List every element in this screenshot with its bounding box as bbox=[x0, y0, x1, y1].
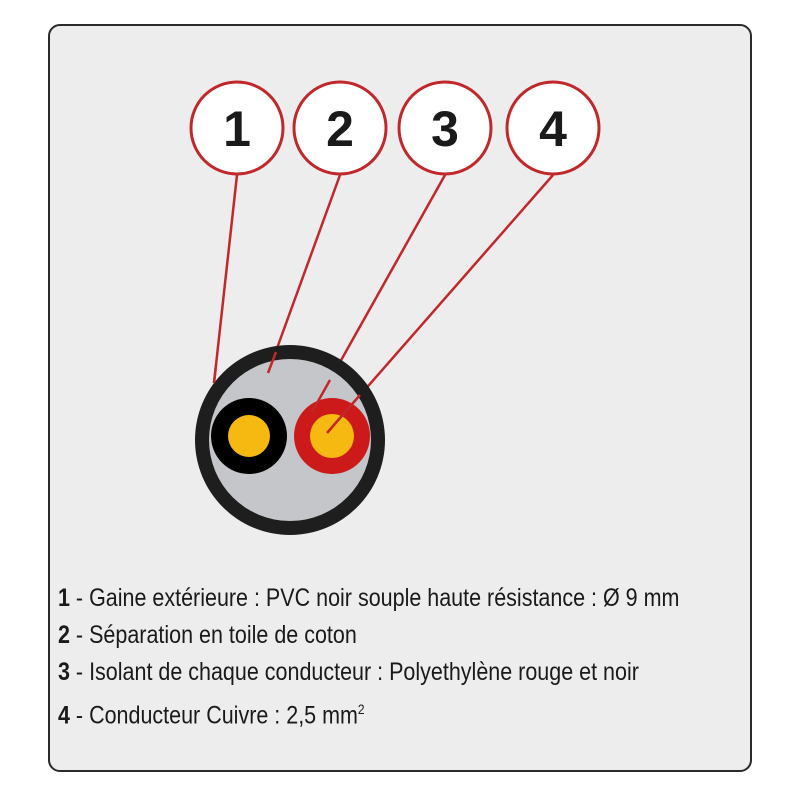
callout-circle-2 bbox=[292, 80, 388, 176]
legend-num: 3 bbox=[58, 658, 70, 686]
legend-text: - Séparation en toile de coton bbox=[69, 621, 357, 649]
legend-item-3: 3 - Isolant de chaque conducteur : Polye… bbox=[58, 654, 679, 691]
diagram-panel bbox=[48, 24, 752, 772]
leader-tip-4 bbox=[326, 394, 361, 434]
callout-4: 4 bbox=[539, 101, 567, 157]
legend: 1 - Gaine extérieure : PVC noir souple h… bbox=[58, 580, 781, 730]
leader-tip-2 bbox=[266, 351, 278, 374]
callout-2: 2 bbox=[326, 101, 354, 157]
copper-conductor-red bbox=[310, 414, 354, 458]
legend-item-2: 2 - Séparation en toile de coton bbox=[58, 617, 679, 654]
legend-item-4: 4 - Conducteur Cuivre : 2,5 mm2 bbox=[58, 691, 679, 730]
legend-text: - Gaine extérieure : PVC noir souple hau… bbox=[69, 584, 680, 612]
callout-circle-1 bbox=[189, 80, 285, 176]
callout-circle-4 bbox=[505, 80, 601, 176]
callout-circle-3 bbox=[397, 80, 493, 176]
legend-superscript: 2 bbox=[357, 701, 365, 717]
leader-tip-3 bbox=[310, 379, 332, 413]
legend-num: 4 bbox=[58, 701, 70, 730]
legend-item-1: 1 - Gaine extérieure : PVC noir souple h… bbox=[58, 580, 679, 617]
leader-line-1 bbox=[212, 174, 239, 384]
legend-text: - Conducteur Cuivre : 2,5 mm bbox=[69, 701, 358, 730]
legend-num: 2 bbox=[58, 621, 70, 649]
legend-text: - Isolant de chaque conducteur : Polyeth… bbox=[69, 658, 639, 686]
callouts: 1 2 3 4 bbox=[189, 80, 601, 176]
copper-conductor-black bbox=[228, 415, 270, 457]
leader-line-2 bbox=[266, 174, 342, 374]
cable bbox=[195, 345, 385, 535]
callout-3: 3 bbox=[431, 101, 459, 157]
callout-1: 1 bbox=[223, 101, 251, 157]
legend-num: 1 bbox=[58, 584, 70, 612]
leader-tip-1 bbox=[212, 364, 218, 384]
